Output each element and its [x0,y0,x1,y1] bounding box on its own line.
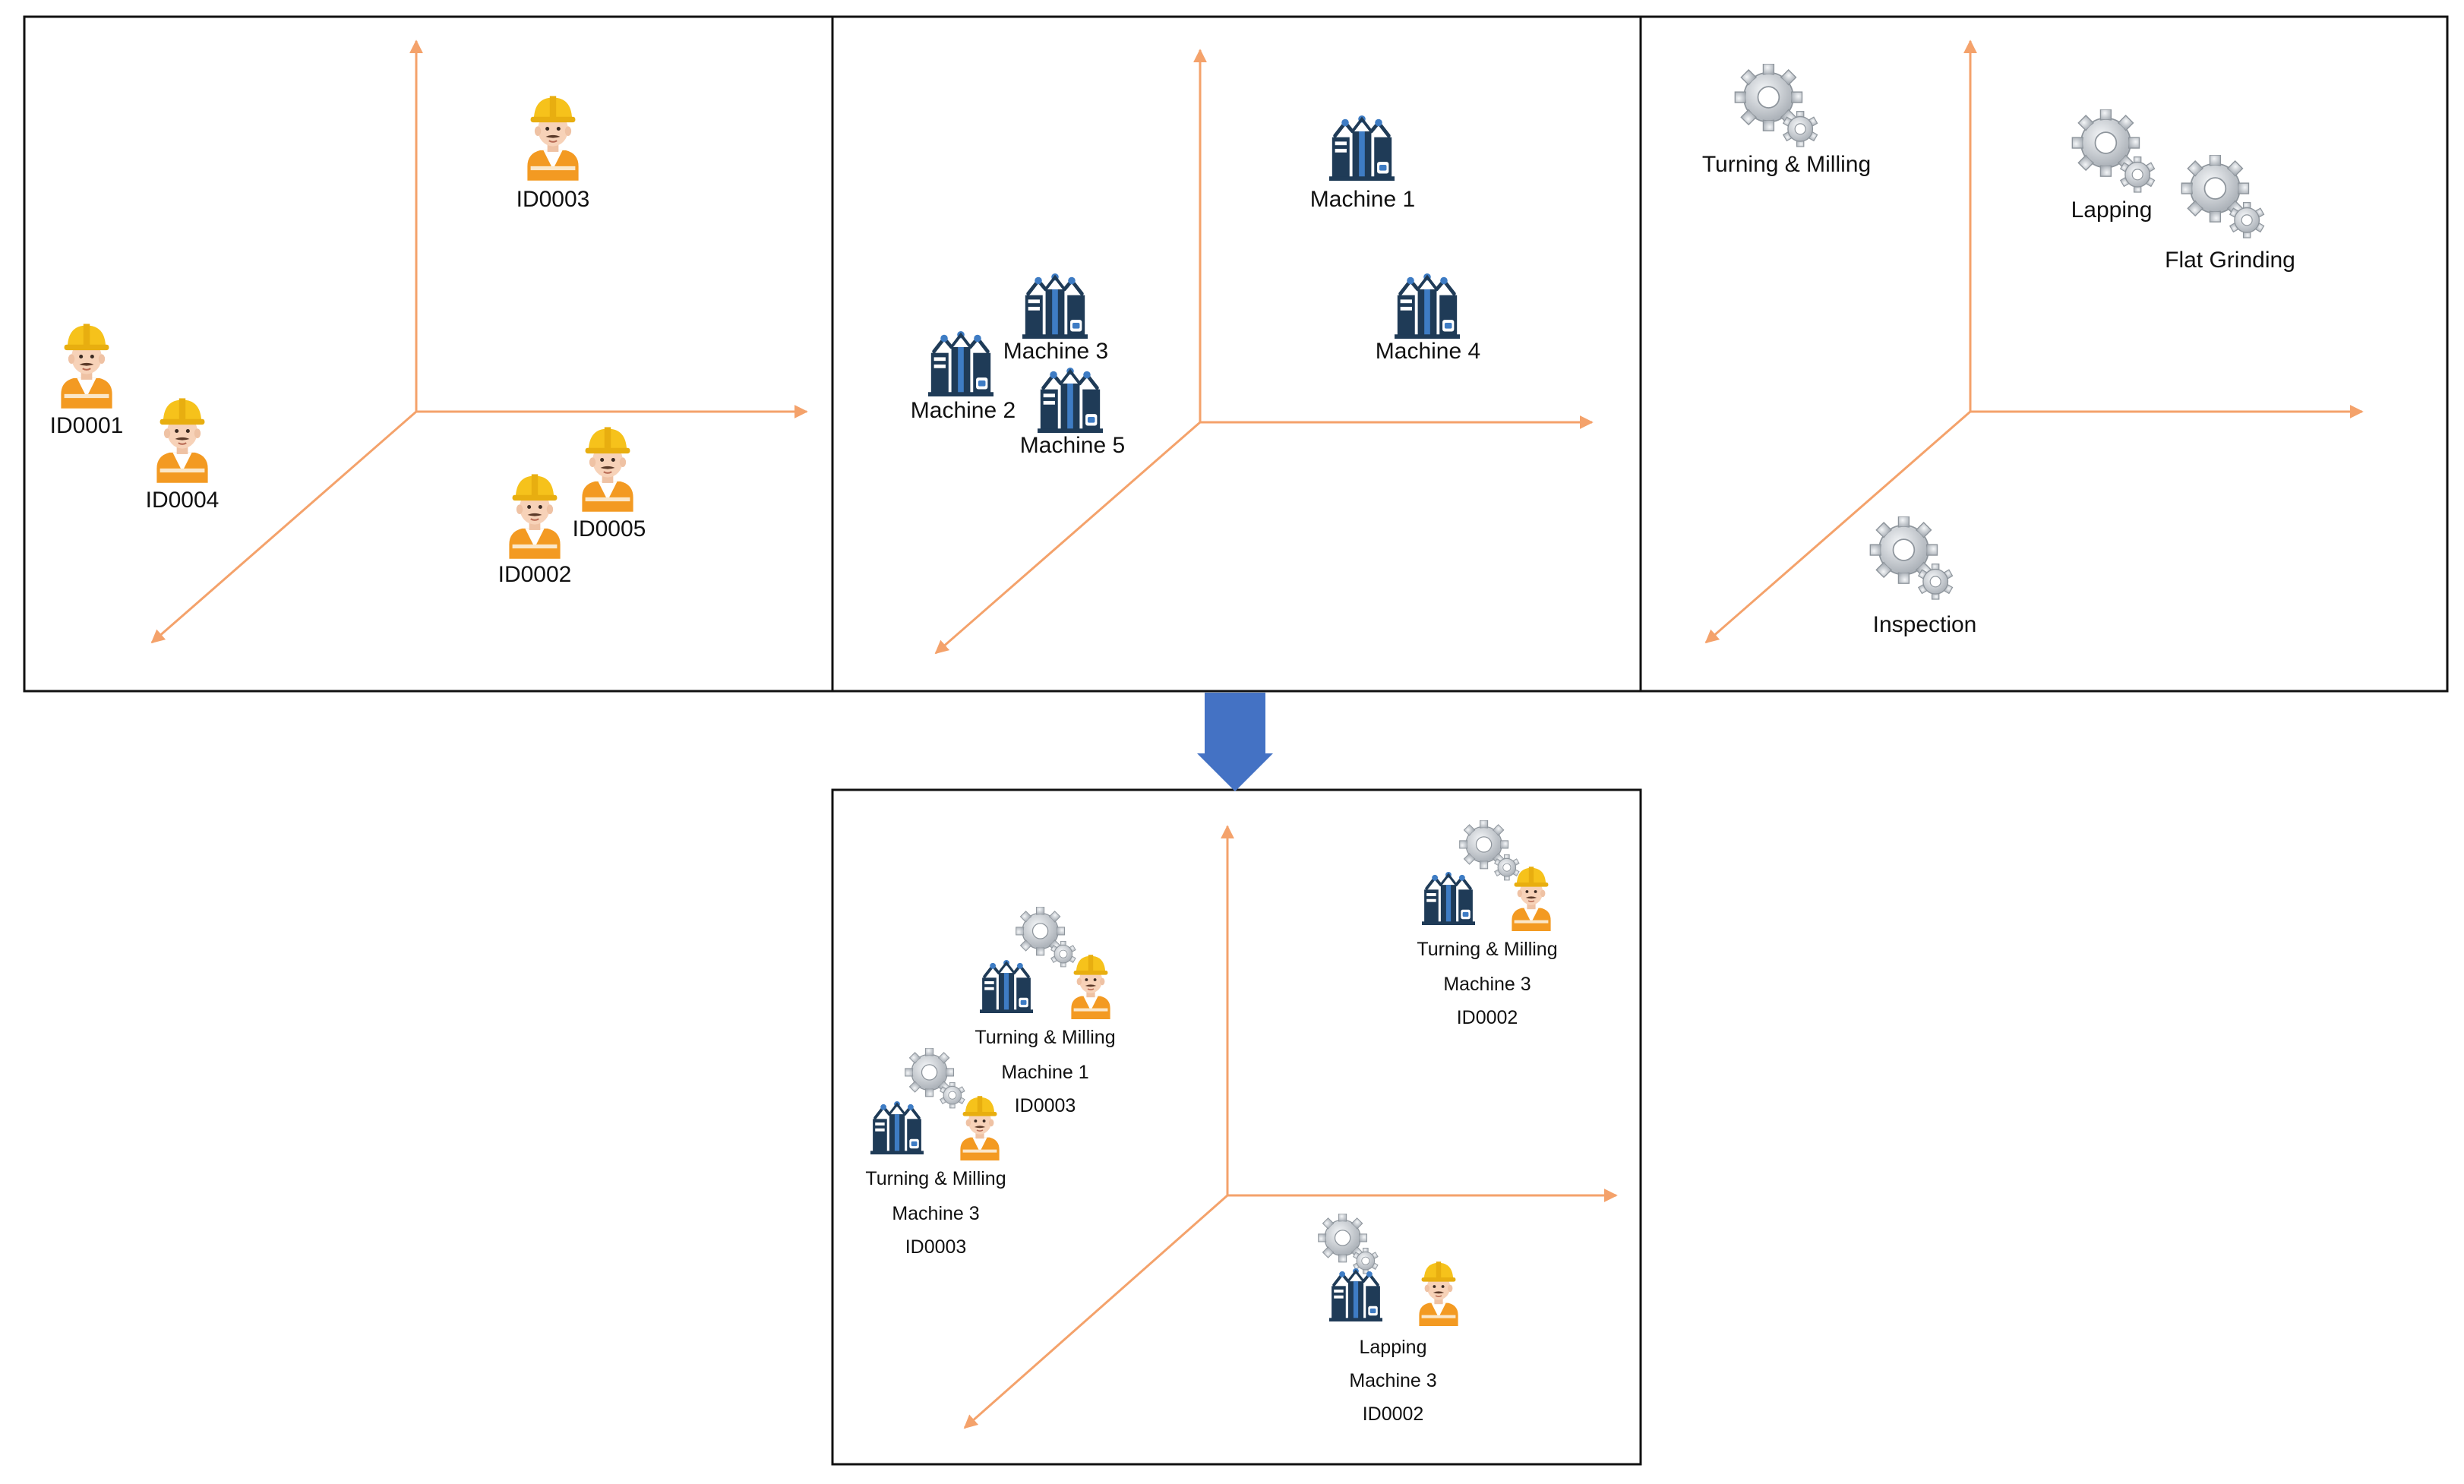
worker-label: ID0002 [498,562,572,587]
worker-icon [60,323,113,409]
combined-machine-label: Machine 3 [892,1203,979,1224]
machine-label: Machine 1 [1310,187,1415,212]
process-node: Turning & Milling [1702,64,1871,177]
machine-icon [870,1101,924,1154]
gears-icon [1734,64,1818,147]
axis-depth [963,1194,1228,1429]
combined-axes [963,825,1618,1429]
axis-depth [934,421,1201,655]
combined-process-label: Lapping [1360,1337,1427,1358]
combined-process-label: Turning & Milling [1417,939,1557,960]
combined-worker-label: ID0002 [1457,1007,1518,1028]
machine-icon [928,331,993,396]
combined-node: Turning & Milling Machine 3 ID0002 [1417,820,1558,1028]
worker-label: ID0005 [573,516,646,542]
combined-worker-label: ID0003 [1015,1095,1076,1116]
machine-icon [1422,872,1475,925]
process-label: Inspection [1873,612,1977,637]
combined-machine-label: Machine 3 [1443,974,1531,995]
workers-axes [150,39,808,644]
down-arrow-icon [1197,693,1273,791]
worker-icon [1070,954,1111,1019]
worker-label: ID0004 [146,488,220,513]
combined-process-label: Turning & Milling [975,1027,1115,1048]
machine-icon [1022,273,1088,339]
worker-icon [508,473,561,559]
machine-node: Machine 3 [1003,273,1108,364]
worker-icon [1418,1261,1459,1326]
combined-worker-label: ID0003 [905,1236,967,1258]
gears-icon [2071,109,2156,193]
gears-icon [2181,155,2265,238]
machine-label: Machine 4 [1376,339,1480,364]
combined-machine-label: Machine 3 [1349,1370,1436,1391]
machine-node: Machine 5 [1020,368,1125,458]
machine-icon [1329,115,1395,181]
process-label: Flat Grinding [2165,248,2295,273]
machine-icon [1395,273,1460,339]
worker-node: ID0003 [516,95,590,212]
machine-icon [1038,368,1103,433]
worker-label: ID0001 [50,413,124,438]
combined-machine-label: Machine 1 [1001,1062,1088,1083]
process-label: Lapping [2071,197,2153,223]
worker-icon [156,397,209,483]
worker-icon [526,95,580,181]
machine-icon [980,960,1033,1013]
gears-icon [1318,1214,1379,1274]
processes-axes [1704,39,2364,644]
combined-node: Turning & Milling Machine 3 ID0003 [865,1048,1006,1258]
machine-node: Machine 4 [1376,273,1480,364]
gears-icon [1459,820,1520,881]
panel-frames [23,15,2449,1466]
machine-label: Machine 5 [1020,433,1125,458]
gears-icon [1016,907,1076,968]
machine-node: Machine 2 [911,331,1016,423]
worker-node: ID0001 [50,323,124,438]
process-node: Inspection [1869,516,1977,637]
machines-axes [934,49,1594,655]
machine-icon [1329,1268,1382,1321]
machine-node: Machine 1 [1310,115,1415,212]
processes-panel [1639,15,2449,693]
workers-panel [23,15,834,693]
process-node: Flat Grinding [2165,155,2295,273]
machine-label: Machine 3 [1003,339,1108,364]
worker-label: ID0003 [516,187,590,212]
gears-icon [1869,516,1954,600]
combined-worker-label: ID0002 [1363,1403,1424,1425]
gears-icon [905,1048,965,1109]
combined-process-label: Turning & Milling [865,1168,1006,1189]
worker-node: ID0002 [498,473,572,587]
worker-node: ID0004 [146,397,220,513]
combined-node: Turning & Milling Machine 1 ID0003 [975,907,1116,1116]
worker-icon [959,1095,1000,1160]
axis-depth [150,410,417,644]
worker-icon [581,426,634,512]
process-node: Lapping [2071,109,2156,223]
worker-node: ID0005 [573,426,646,542]
combined-node: Lapping Machine 3 ID0002 [1318,1214,1459,1425]
worker-icon [1511,866,1552,931]
axis-depth [1704,410,1971,644]
machine-label: Machine 2 [911,398,1016,423]
process-label: Turning & Milling [1702,152,1871,177]
